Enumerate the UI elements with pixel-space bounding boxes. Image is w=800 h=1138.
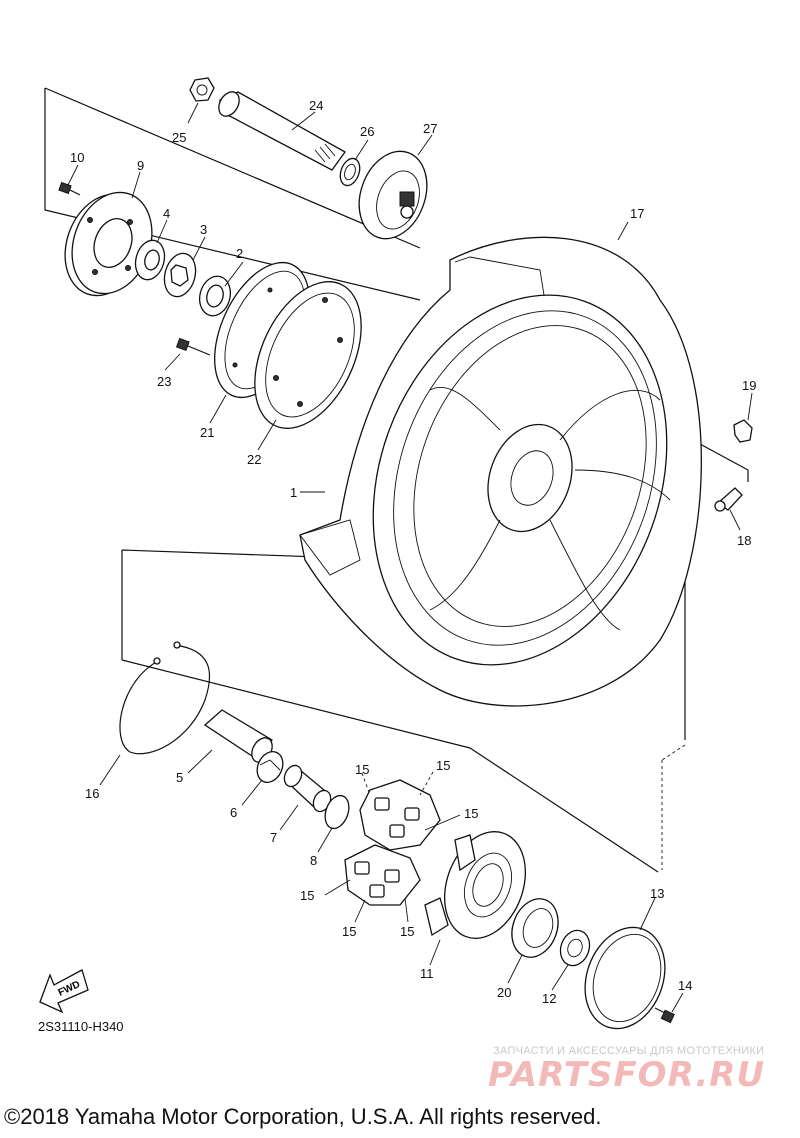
part-4-oil-seal	[134, 239, 166, 281]
callout-labels: 1 2 3 4 5 6 7 8 9 10 11 12 13 14 15 15 1…	[70, 98, 756, 1006]
part-23-bolt	[175, 337, 211, 356]
part-26-washer	[339, 157, 361, 187]
callout-16: 16	[85, 786, 99, 801]
callout-24: 24	[309, 98, 323, 113]
part-10-bolt	[58, 181, 81, 196]
part-6-bearing	[256, 750, 284, 784]
callout-25: 25	[172, 130, 186, 145]
part-22-seal-ring	[254, 281, 362, 429]
callout-15-top: 15	[436, 758, 450, 773]
callout-22: 22	[247, 452, 261, 467]
part-14-screw	[654, 1007, 675, 1024]
part-3-collar	[163, 252, 197, 298]
watermark-logo: PARTSFOR.RU	[488, 1055, 766, 1095]
callout-20: 20	[497, 985, 511, 1000]
part-12-bearing	[559, 929, 591, 967]
callout-9: 9	[137, 158, 144, 173]
part-24-axle	[218, 91, 346, 171]
callout-4: 4	[163, 206, 170, 221]
part-18-valve	[714, 487, 743, 512]
fwd-arrow-icon: FWD	[39, 969, 89, 1014]
callout-6: 6	[230, 805, 237, 820]
callout-19: 19	[742, 378, 756, 393]
callout-27: 27	[423, 121, 437, 136]
part-25-nut	[189, 77, 215, 102]
callout-26: 26	[360, 124, 374, 139]
callout-1: 1	[290, 485, 297, 500]
part-16-circlip	[119, 641, 211, 755]
callout-12: 12	[542, 991, 556, 1006]
callout-11: 11	[420, 966, 434, 981]
part-20-oil-seal	[511, 898, 559, 958]
callout-8: 8	[310, 853, 317, 868]
callout-15-right: 15	[464, 806, 478, 821]
part-2-bearing	[198, 275, 232, 317]
callout-15-bottom: 15	[400, 924, 414, 939]
callout-5: 5	[176, 770, 183, 785]
callout-15-top-left: 15	[355, 762, 369, 777]
part-15-hub-dampers	[344, 779, 441, 906]
callout-15-left: 15	[300, 888, 314, 903]
part-8-o-ring	[324, 794, 350, 830]
part-19-valve-cap	[733, 419, 753, 443]
callout-14: 14	[678, 978, 692, 993]
callout-10: 10	[70, 150, 84, 165]
callout-3: 3	[200, 222, 207, 237]
part-13-dust-cover	[584, 926, 666, 1030]
callout-23: 23	[157, 374, 171, 389]
diagram-code: 2S31110-H340	[38, 1019, 124, 1034]
callout-7: 7	[270, 830, 277, 845]
part-1-wheel	[372, 294, 671, 666]
part-27-axle-plate	[358, 150, 428, 240]
callout-15-bottom-left: 15	[342, 924, 356, 939]
part-7-spacer	[283, 764, 332, 813]
copyright-notice: ©2018 Yamaha Motor Corporation, U.S.A. A…	[4, 1104, 602, 1129]
callout-13: 13	[650, 886, 664, 901]
callout-18: 18	[737, 533, 751, 548]
callout-21: 21	[200, 425, 214, 440]
watermark-tagline: ЗАПЧАСТИ И АКСЕССУАРЫ ДЛЯ МОТОТЕХНИКИ	[493, 1045, 765, 1057]
callout-2: 2	[236, 246, 243, 261]
leader-lines	[67, 102, 753, 1013]
part-11-clutch-hub	[424, 831, 527, 939]
callout-17: 17	[630, 206, 644, 221]
